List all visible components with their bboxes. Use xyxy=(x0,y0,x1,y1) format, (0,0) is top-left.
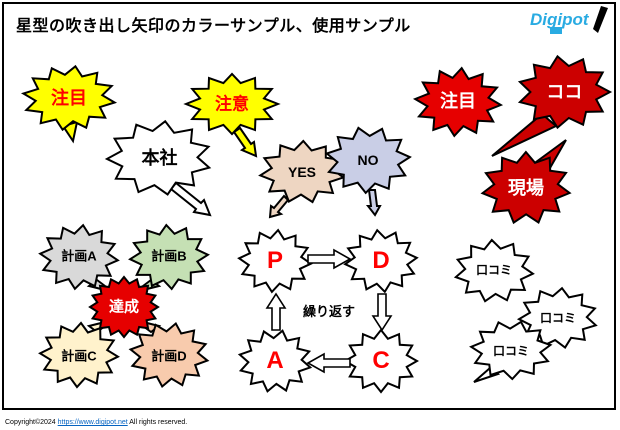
bubble-label: 注目 xyxy=(51,88,87,108)
bubble-pdca-c: C xyxy=(342,326,420,396)
copyright-link[interactable]: https://www.digipot.net xyxy=(57,419,128,426)
bubble-label: D xyxy=(372,247,390,274)
bubble-site: 現場 xyxy=(478,138,574,230)
copyright-prefix: Copyright©2024 xyxy=(5,419,56,426)
bubble-here: ココ xyxy=(490,52,616,160)
bubble-yes: YES xyxy=(256,136,348,219)
bubble-kuchikomi-3: 口コミ xyxy=(468,318,554,384)
bubble-label: 計画B xyxy=(151,248,187,264)
starburst-shape xyxy=(453,238,535,303)
page-frame: 星型の吹き出し矢印のカラーサンプル、使用サンプル Digipot 注目 本社 注… xyxy=(2,2,616,410)
starburst-shape xyxy=(480,139,572,225)
bubble-label: 口コミ xyxy=(475,262,513,277)
starburst-shape xyxy=(88,275,160,339)
bubble-plan-b: 計画B xyxy=(127,220,211,296)
bubble-label: 口コミ xyxy=(539,311,577,325)
bubble-label: 注目 xyxy=(440,91,476,112)
bubble-no: NO xyxy=(322,122,414,217)
page-title: 星型の吹き出し矢印のカラーサンプル、使用サンプル xyxy=(16,18,411,35)
bubble-label: 計画C xyxy=(61,348,97,364)
bubble-label: ココ xyxy=(546,81,583,102)
starburst-shape xyxy=(324,126,412,217)
bubble-attention-red: 注目 xyxy=(412,64,504,142)
bubble-label: 現場 xyxy=(508,177,544,198)
bubble-achieve: 達成 xyxy=(88,274,160,340)
bubble-label: A xyxy=(266,347,284,374)
starburst-shape xyxy=(237,228,313,294)
starburst-shape xyxy=(412,66,504,138)
bubble-pdca-a: A xyxy=(236,326,314,396)
starburst-shape xyxy=(469,320,553,383)
bubble-label: C xyxy=(372,347,390,374)
starburst-shape xyxy=(104,119,212,217)
starburst-shape xyxy=(20,64,118,144)
footer-copyright: Copyright©2024 https://www.digipot.net A… xyxy=(5,419,187,426)
arrow-p-to-d-icon xyxy=(307,248,352,270)
logo-pen-icon xyxy=(593,6,608,33)
pdca-loop-label: 繰り返す xyxy=(302,304,355,319)
bubble-caution: 注意 xyxy=(182,70,282,158)
bubble-pdca-d: D xyxy=(342,226,420,296)
bubble-label: 注意 xyxy=(215,94,249,114)
bubble-label: P xyxy=(266,247,284,274)
arrow-d-to-c-icon xyxy=(371,293,393,332)
copyright-suffix: All rights reserved. xyxy=(129,419,188,426)
logo-badge-icon xyxy=(550,27,562,34)
bubble-label: 本社 xyxy=(141,148,178,168)
arrow-c-to-a-icon xyxy=(306,352,351,374)
bubble-attention-yellow: 注目 xyxy=(19,62,119,144)
bubble-pdca-p: P xyxy=(236,226,314,296)
starburst-shape xyxy=(237,329,313,393)
logo-text: Digipot xyxy=(530,10,589,29)
bubble-label: NO xyxy=(357,151,379,168)
bubble-label: YES xyxy=(287,164,317,181)
starburst-shape xyxy=(128,223,210,293)
bubble-label: 達成 xyxy=(108,298,140,316)
starburst-shape xyxy=(343,228,419,294)
bubble-plan-c: 計画C xyxy=(37,316,121,392)
bubble-headquarters: 本社 xyxy=(104,116,222,217)
starburst-shape xyxy=(183,72,281,158)
bubble-kuchikomi-1: 口コミ xyxy=(452,236,536,306)
arrow-a-to-p-icon xyxy=(265,292,287,331)
bubble-label: 口コミ xyxy=(492,344,530,358)
starburst-shape xyxy=(258,139,346,219)
starburst-shape xyxy=(491,54,613,157)
bubble-label: 計画D xyxy=(151,348,187,364)
bubble-label: 計画A xyxy=(61,248,97,264)
digipot-logo[interactable]: Digipot xyxy=(530,6,608,36)
